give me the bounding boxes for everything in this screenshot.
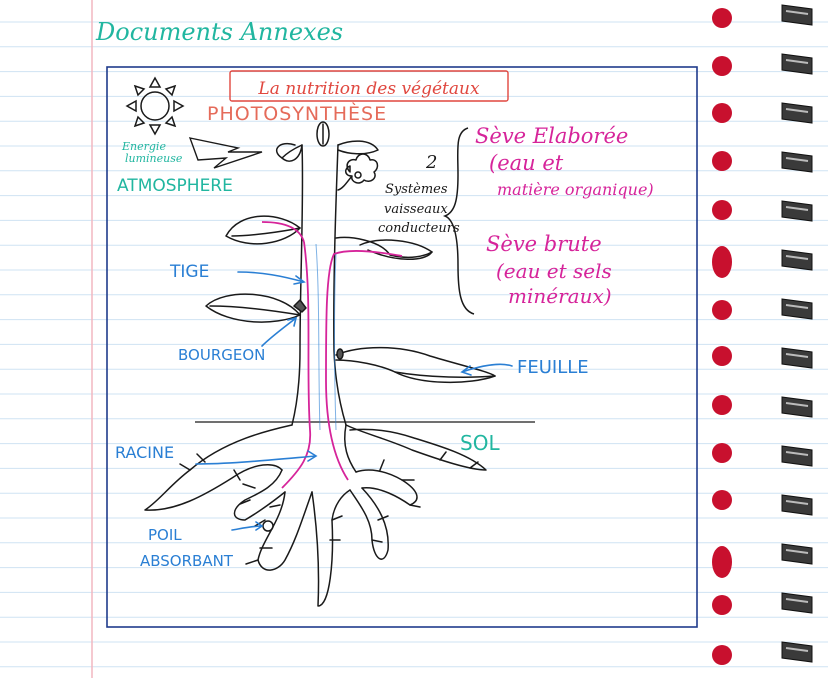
systems-line2: vaisseaux xyxy=(384,202,448,217)
binder-hole xyxy=(712,151,732,171)
leaf-arrow xyxy=(460,363,513,376)
raw-sap-line2: (eau et sels xyxy=(496,259,612,283)
spiral-coil xyxy=(781,641,813,663)
spiral-highlight xyxy=(785,255,809,260)
root-label: RACINE xyxy=(115,443,174,462)
binder-hole xyxy=(712,103,732,123)
spiral-highlight xyxy=(785,157,809,162)
atmosphere-label: ATMOSPHERE xyxy=(117,176,233,196)
root-hair-arrow xyxy=(231,521,264,531)
spiral-coil xyxy=(781,102,813,124)
spiral-highlight xyxy=(785,647,809,652)
photosynthesis-label: PHOTOSYNTHÈSE xyxy=(207,102,387,125)
binder-hole xyxy=(712,443,732,463)
spiral-coil xyxy=(781,543,813,565)
binder-hole xyxy=(712,395,732,415)
root-hair-label-line2: ABSORBANT xyxy=(140,552,234,570)
binder-hole xyxy=(712,246,732,278)
binder-hole xyxy=(712,200,732,220)
spiral-highlight xyxy=(785,59,809,64)
raw-sap-line3: minéraux) xyxy=(508,284,612,308)
binder-holes xyxy=(712,8,732,665)
spiral-highlight xyxy=(785,598,809,603)
spiral-highlight xyxy=(785,10,809,15)
spiral-coil xyxy=(781,494,813,516)
diagram-frame xyxy=(106,66,698,628)
energy-label-line2: lumineuse xyxy=(125,152,183,165)
spiral-coil xyxy=(781,200,813,222)
energy-label-line1: Energie xyxy=(121,140,166,153)
spiral-coil xyxy=(781,53,813,75)
spiral-highlight xyxy=(785,451,809,456)
bud-arrow xyxy=(261,316,298,347)
raw-sap-line1: Sève brute xyxy=(486,232,602,256)
spiral-highlight xyxy=(785,108,809,113)
diagram-title: La nutrition des végétaux xyxy=(257,79,480,99)
binder-hole xyxy=(712,645,732,665)
spiral-highlight xyxy=(785,402,809,407)
stem-label: TIGE xyxy=(169,262,209,282)
elaborated-sap-line1: Sève Elaborée xyxy=(475,124,628,148)
elaborated-sap-vessel-top xyxy=(261,221,305,243)
soil-label: SOL xyxy=(460,431,500,455)
elaborated-sap-vessel xyxy=(281,241,312,489)
binder-hole xyxy=(712,490,732,510)
binder-hole xyxy=(712,546,732,578)
spiral-highlight xyxy=(785,353,809,358)
leaf-label: FEUILLE xyxy=(517,357,589,378)
spiral-coil xyxy=(781,249,813,271)
spiral-highlight xyxy=(785,549,809,554)
bud-label: BOURGEON xyxy=(178,346,265,364)
elaborated-sap-line3: matière organique) xyxy=(497,180,654,199)
lightning-icon xyxy=(188,137,263,169)
brace xyxy=(442,127,475,315)
spiral-coil xyxy=(781,298,813,320)
page-heading: Documents Annexes xyxy=(95,18,343,46)
binder-hole xyxy=(712,56,732,76)
binder-hole xyxy=(712,8,732,28)
binder-hole xyxy=(712,346,732,366)
spiral-highlight xyxy=(785,500,809,505)
spiral-coil xyxy=(781,151,813,173)
spiral-coil xyxy=(781,347,813,369)
spiral-highlight xyxy=(785,304,809,309)
spiral-coil xyxy=(781,592,813,614)
binder-hole xyxy=(712,300,732,320)
title-box xyxy=(229,70,509,102)
ruled-lines xyxy=(0,21,828,668)
spiral-binding xyxy=(781,4,813,663)
root-arrow xyxy=(195,450,318,465)
raw-sap-vessel xyxy=(325,250,403,481)
elaborated-sap-line2: (eau et xyxy=(489,151,564,175)
systems-line1: Systèmes xyxy=(385,182,448,197)
binder-hole xyxy=(712,595,732,615)
stem-arrow xyxy=(237,271,306,285)
vessel-outline xyxy=(315,243,337,431)
root-hair-label-line1: POIL xyxy=(148,526,182,544)
spiral-coil xyxy=(781,4,813,26)
systems-number: 2 xyxy=(425,152,437,173)
sun-icon xyxy=(125,76,185,136)
plant-drawing xyxy=(144,121,496,607)
spiral-highlight xyxy=(785,206,809,211)
spiral-coil xyxy=(781,396,813,418)
spiral-coil xyxy=(781,445,813,467)
systems-line3: conducteurs xyxy=(378,221,460,236)
